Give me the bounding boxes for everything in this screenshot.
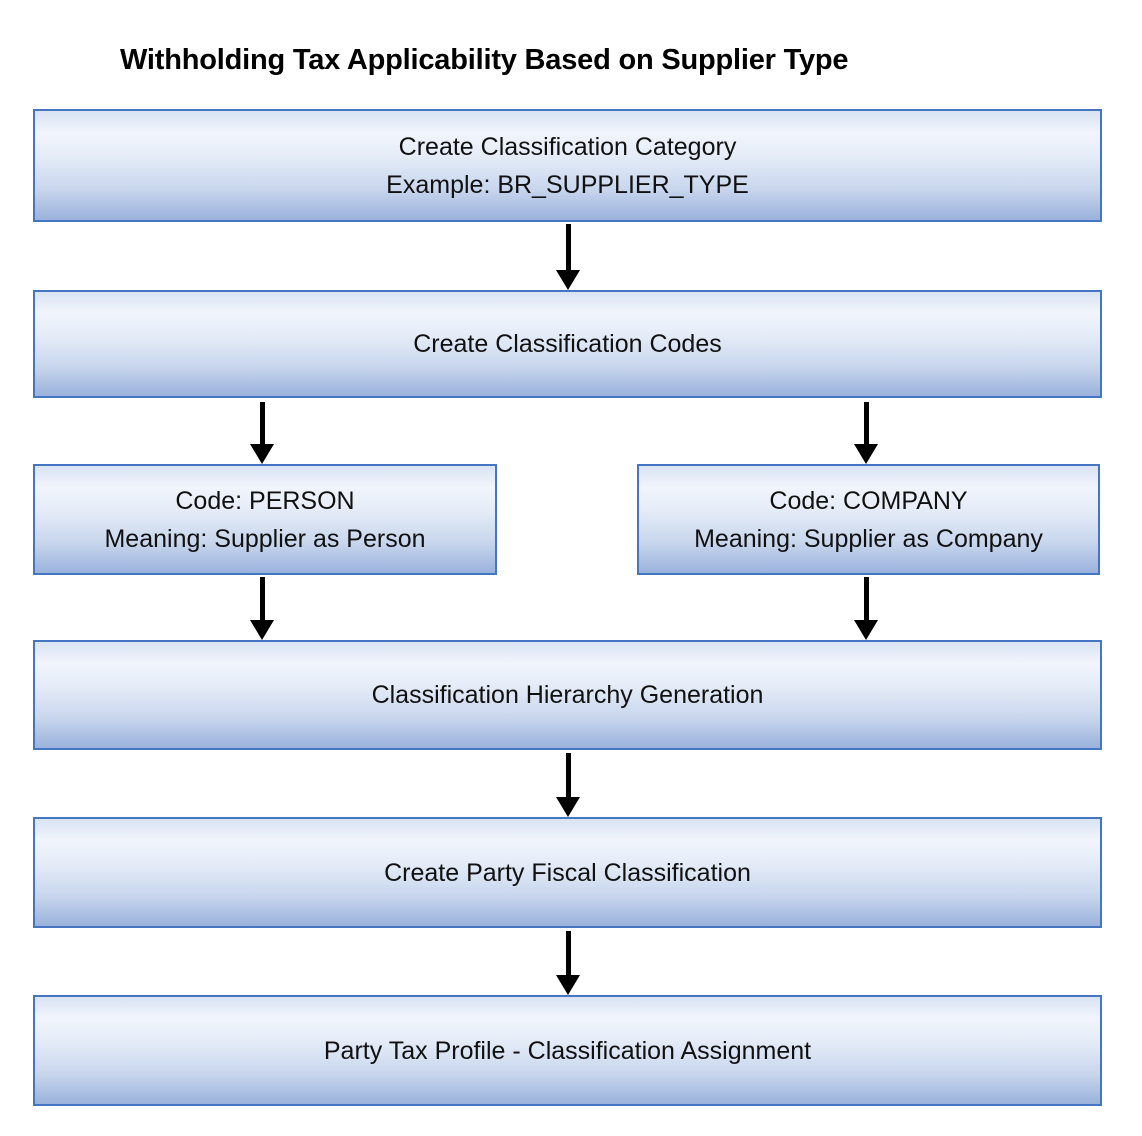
arrow-shaft	[565, 931, 571, 975]
box-text-line: Party Tax Profile - Classification Assig…	[323, 1036, 812, 1065]
arrow-down-icon	[555, 931, 581, 995]
arrow-head	[250, 444, 274, 464]
flow-box-create-classification-category: Create Classification Category Example: …	[33, 109, 1102, 222]
arrow-head	[556, 270, 580, 290]
arrow-shaft	[565, 224, 571, 270]
box-text-line: Classification Hierarchy Generation	[371, 681, 764, 709]
flow-box-party-tax-profile-classification-assignment: Party Tax Profile - Classification Assig…	[33, 995, 1102, 1106]
box-text-line: Meaning: Supplier as Person	[104, 524, 426, 553]
arrow-down-icon	[555, 753, 581, 817]
arrow-head	[250, 620, 274, 640]
box-text-line: Create Classification Category	[398, 132, 737, 161]
box-text-line: Code: COMPANY	[769, 486, 968, 515]
arrow-shaft	[259, 577, 265, 620]
box-text-line: Create Classification Codes	[413, 330, 722, 358]
arrow-shaft	[565, 753, 571, 797]
diagram-title: Withholding Tax Applicability Based on S…	[120, 44, 849, 76]
arrow-down-icon	[853, 402, 879, 464]
flow-box-code-company: Code: COMPANY Meaning: Supplier as Compa…	[637, 464, 1100, 575]
arrow-down-icon	[249, 402, 275, 464]
arrow-down-icon	[555, 224, 581, 290]
flow-box-create-party-fiscal-classification: Create Party Fiscal Classification	[33, 817, 1102, 928]
arrow-head	[556, 797, 580, 817]
box-text-line: Code: PERSON	[175, 486, 355, 515]
arrow-head	[556, 975, 580, 995]
arrow-head	[854, 444, 878, 464]
arrow-down-icon	[249, 577, 275, 640]
box-text-line: Create Party Fiscal Classification	[384, 858, 751, 887]
flow-box-classification-hierarchy-generation: Classification Hierarchy Generation	[33, 640, 1102, 750]
box-text-line: Meaning: Supplier as Company	[694, 524, 1043, 553]
arrow-shaft	[863, 402, 869, 444]
arrow-shaft	[863, 577, 869, 620]
flow-box-create-classification-codes: Create Classification Codes	[33, 290, 1102, 398]
flow-box-code-person: Code: PERSON Meaning: Supplier as Person	[33, 464, 497, 575]
arrow-down-icon	[853, 577, 879, 640]
box-text-line: Example: BR_SUPPLIER_TYPE	[386, 170, 749, 199]
arrow-head	[854, 620, 878, 640]
arrow-shaft	[259, 402, 265, 444]
